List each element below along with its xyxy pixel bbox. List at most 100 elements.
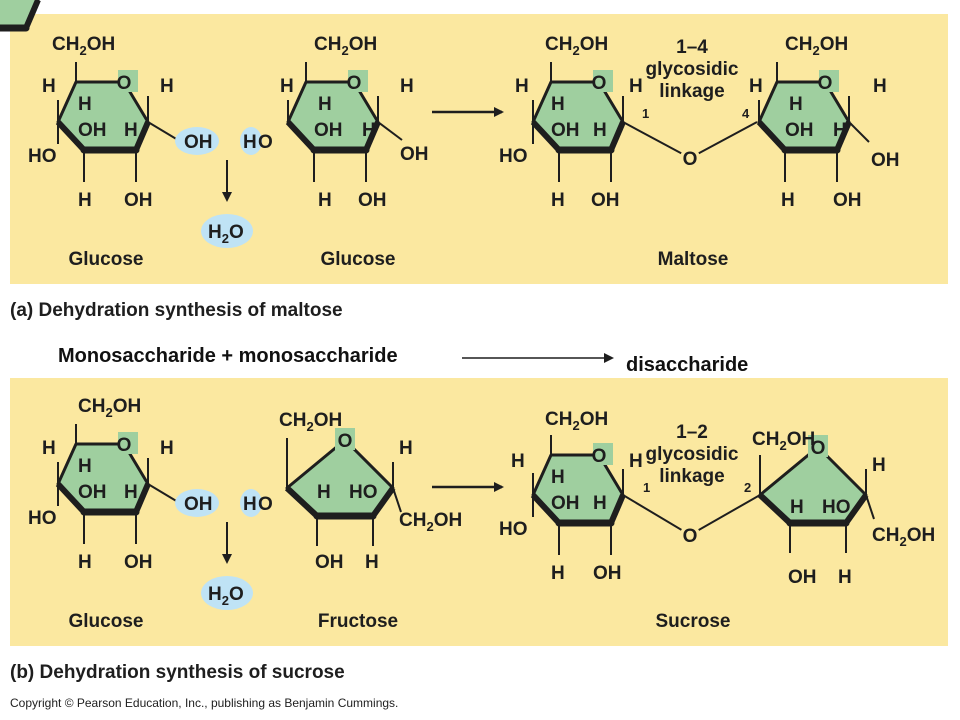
svg-text:H: H <box>551 190 565 211</box>
svg-text:H: H <box>781 190 795 211</box>
svg-text:H: H <box>362 120 376 141</box>
svg-text:O: O <box>117 435 132 456</box>
svg-text:H: H <box>280 76 294 97</box>
caption-a: (a) Dehydration synthesis of maltose <box>10 300 343 321</box>
linkage-label-a-3: linkage <box>659 81 724 102</box>
removed-h-a: H <box>243 132 257 153</box>
atom-h: H <box>124 120 138 141</box>
linkage-label-b-3: linkage <box>659 466 724 487</box>
atom-o: O <box>258 132 273 153</box>
svg-text:O: O <box>258 494 273 515</box>
atom-h: H <box>78 94 92 115</box>
svg-text:H: H <box>42 438 56 459</box>
svg-text:HO: HO <box>822 497 851 518</box>
svg-text:O: O <box>818 73 833 94</box>
svg-text:CH2OH: CH2OH <box>752 429 815 453</box>
svg-text:OH: OH <box>833 190 862 211</box>
svg-text:H: H <box>551 467 565 488</box>
glucose-ring <box>0 0 41 32</box>
svg-text:O: O <box>592 73 607 94</box>
glycosidic-oxygen-b: O <box>683 526 698 547</box>
molecule-name-glucose-a1: Glucose <box>69 249 144 270</box>
linkage-label-a-2: glycosidic <box>646 59 739 80</box>
middle-text-right: disaccharide <box>626 354 749 376</box>
svg-text:HO: HO <box>349 482 378 503</box>
molecule-name-maltose: Maltose <box>658 249 729 270</box>
removed-oh-b: OH <box>184 494 213 515</box>
svg-text:H: H <box>873 76 887 97</box>
svg-text:H: H <box>872 455 886 476</box>
removed-oh-bubble-a <box>175 127 219 155</box>
atom-ho: HO <box>28 146 57 167</box>
glucose-molecule-a1: O CH2OH H HO H OH H H H OH <box>28 34 179 211</box>
glucose-molecule-b: O CH2OH H HO H OH H H H OH <box>28 396 179 573</box>
svg-text:H: H <box>515 76 529 97</box>
removed-h-bubble-b <box>240 489 262 517</box>
svg-text:H: H <box>400 76 414 97</box>
svg-text:H: H <box>317 482 331 503</box>
svg-text:OH: OH <box>124 552 153 573</box>
svg-text:H: H <box>593 493 607 514</box>
svg-text:CH2OH: CH2OH <box>785 34 848 58</box>
svg-text:CH2OH: CH2OH <box>78 396 141 420</box>
svg-text:H: H <box>749 76 763 97</box>
carbon-number-1-a: 1 <box>642 106 649 121</box>
removed-h-bubble-a <box>240 127 262 155</box>
svg-text:HO: HO <box>499 146 528 167</box>
glucose-molecule-a2: O CH2OH H H OH H H OH H OH <box>280 34 429 211</box>
caption-b: (b) Dehydration synthesis of sucrose <box>10 662 345 683</box>
svg-text:OH: OH <box>785 120 814 141</box>
svg-text:H: H <box>78 456 92 477</box>
molecule-name-glucose-b: Glucose <box>69 611 144 632</box>
svg-text:H: H <box>789 94 803 115</box>
svg-text:OH: OH <box>315 552 344 573</box>
svg-text:H: H <box>629 76 643 97</box>
atom-h: H <box>78 190 92 211</box>
water-bubble-a <box>201 214 253 248</box>
svg-text:OH: OH <box>551 493 580 514</box>
svg-text:CH2OH: CH2OH <box>314 34 377 58</box>
svg-text:OH: OH <box>358 190 387 211</box>
svg-text:H: H <box>318 190 332 211</box>
svg-text:H: H <box>160 438 174 459</box>
molecule-name-fructose: Fructose <box>318 611 398 632</box>
ch2oh-group: CH2OH <box>52 34 115 58</box>
svg-text:O: O <box>347 73 362 94</box>
linkage-label-b-2: glycosidic <box>646 444 739 465</box>
carbon-number-4-a: 4 <box>742 106 750 121</box>
svg-text:CH2OH: CH2OH <box>399 510 462 534</box>
sucrose-molecule: O CH2OH H HO H OH H H H OH 1 2 O <box>499 409 935 588</box>
svg-text:H: H <box>593 120 607 141</box>
carbon-number-1-b: 1 <box>643 480 650 495</box>
svg-text:H: H <box>399 438 413 459</box>
water-molecule-b: H2O <box>208 584 244 608</box>
svg-text:CH2OH: CH2OH <box>872 525 935 549</box>
svg-text:CH2OH: CH2OH <box>279 410 342 434</box>
svg-text:O: O <box>592 446 607 467</box>
atom-h: H <box>42 76 56 97</box>
svg-text:H: H <box>365 552 379 573</box>
svg-text:H: H <box>318 94 332 115</box>
removed-oh-bubble-b <box>175 489 219 517</box>
svg-text:H: H <box>790 497 804 518</box>
svg-text:H: H <box>629 451 643 472</box>
ring-oxygen: O <box>117 73 132 94</box>
svg-text:OH: OH <box>551 120 580 141</box>
glycosidic-oxygen-a: O <box>683 149 698 170</box>
maltose-molecule: O CH2OH H HO H OH H H H OH 1 4 O O CH2OH <box>499 34 900 211</box>
svg-text:HO: HO <box>28 508 57 529</box>
svg-text:OH: OH <box>593 563 622 584</box>
atom-oh: OH <box>124 190 153 211</box>
svg-text:O: O <box>338 431 353 452</box>
removed-oh-a: OH <box>184 132 213 153</box>
atom-h: H <box>160 76 174 97</box>
svg-text:OH: OH <box>591 190 620 211</box>
svg-text:H: H <box>551 94 565 115</box>
svg-text:CH2OH: CH2OH <box>545 409 608 433</box>
linkage-label-b-1: 1–2 <box>676 422 708 443</box>
svg-text:H: H <box>511 451 525 472</box>
svg-text:OH: OH <box>788 567 817 588</box>
atom-oh: OH <box>78 120 107 141</box>
svg-text:OH: OH <box>400 144 429 165</box>
